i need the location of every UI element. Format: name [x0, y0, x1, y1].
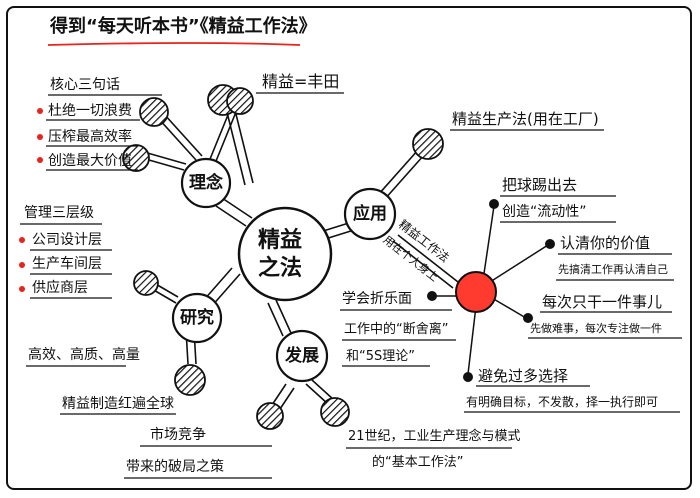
red-bullets [19, 108, 43, 292]
text-underlines [20, 92, 682, 479]
development-node-label: 发展 [285, 346, 319, 366]
leaf-ball [320, 397, 350, 427]
node-connectors [141, 109, 459, 410]
research-node-circle [171, 292, 223, 344]
page-border [6, 6, 692, 490]
leaf-nodes [122, 84, 444, 430]
leaf-ball [226, 87, 254, 115]
management-item: 生产车间层 [32, 256, 102, 272]
application-heading: 精益生产法(用在工厂) [452, 110, 599, 128]
management-heading: 管理三层级 [24, 205, 94, 221]
management-item: 公司设计层 [32, 232, 102, 248]
page-title: 得到“每天听本书”《精益工作法》 [50, 16, 317, 37]
development-item-line: 市场竞争 [150, 427, 206, 443]
center-node-label-line1: 精益 [258, 228, 303, 253]
leaf-ball [256, 402, 284, 430]
definition-label: 精益=丰田 [262, 72, 340, 91]
tip-title: 认清你的价值 [560, 234, 651, 252]
center-node-label-line2: 之法 [258, 256, 303, 281]
research-item: 精益制造红遍全球 [62, 396, 174, 412]
research-item: 高效、高质、高量 [28, 347, 140, 363]
tip-detail: 先搞清工作再认清自己 [558, 263, 668, 276]
leaf-ball [174, 364, 206, 396]
tip-detail: 先做难事，每次专注做一件 [530, 322, 662, 335]
tip-detail: 和“5S理论” [346, 349, 415, 364]
tip-title: 学会折乐面 [342, 291, 412, 307]
concept-item: 压榨最高效率 [48, 129, 132, 145]
tip-detail: 创造“流动性” [502, 204, 587, 220]
development-item-line: 带来的破局之策 [126, 459, 224, 475]
application-node-circle [343, 187, 397, 241]
tip-title: 避免过多选择 [478, 367, 569, 385]
research-node-label: 研究 [180, 308, 214, 328]
tip-title: 把球踢出去 [502, 176, 578, 194]
red-hub-node [455, 271, 497, 313]
development-node-circle [275, 329, 329, 383]
concept-node-circle [180, 157, 232, 209]
development-item-line: 21世纪，工业生产理念与模式 [348, 429, 521, 444]
title-underline [47, 42, 301, 46]
concept-item: 创造最大价值 [48, 153, 132, 169]
leaf-ball [122, 144, 150, 172]
leaf-ball [412, 128, 444, 160]
tip-detail: 有明确目标，不发散，择一执行即可 [466, 395, 659, 409]
tip-title: 每次只干一件事儿 [542, 293, 663, 311]
concept-heading: 核心三句话 [50, 77, 120, 93]
concept-node-label: 理念 [189, 173, 223, 193]
center-node-circle [237, 206, 333, 302]
management-item: 供应商层 [32, 280, 88, 296]
leaf-ball [133, 270, 159, 296]
concept-item: 杜绝一切浪费 [48, 103, 132, 119]
development-item-line: 的“基本工作法” [372, 455, 464, 470]
hub-leaf-dots [427, 199, 555, 382]
leaf-ball [139, 97, 169, 127]
tip-detail: 工作中的“断舍离” [344, 322, 449, 337]
application-node-label: 应用 [353, 204, 387, 224]
